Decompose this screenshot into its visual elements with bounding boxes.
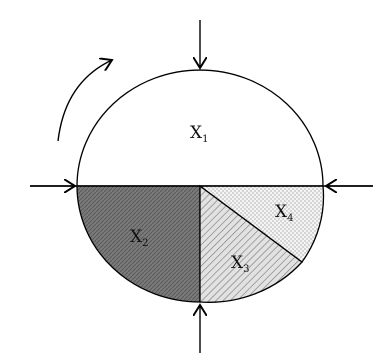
region-x1: [76, 69, 324, 187]
region-x2: [76, 185, 201, 303]
region-x3: [199, 184, 303, 303]
region-x4: [198, 185, 325, 263]
clockwise-arc-icon: [57, 60, 112, 142]
label-x4: X4: [275, 202, 293, 224]
label-x1: X1: [190, 123, 208, 145]
label-x3: X3: [231, 253, 249, 275]
label-x2: X2: [130, 227, 148, 249]
